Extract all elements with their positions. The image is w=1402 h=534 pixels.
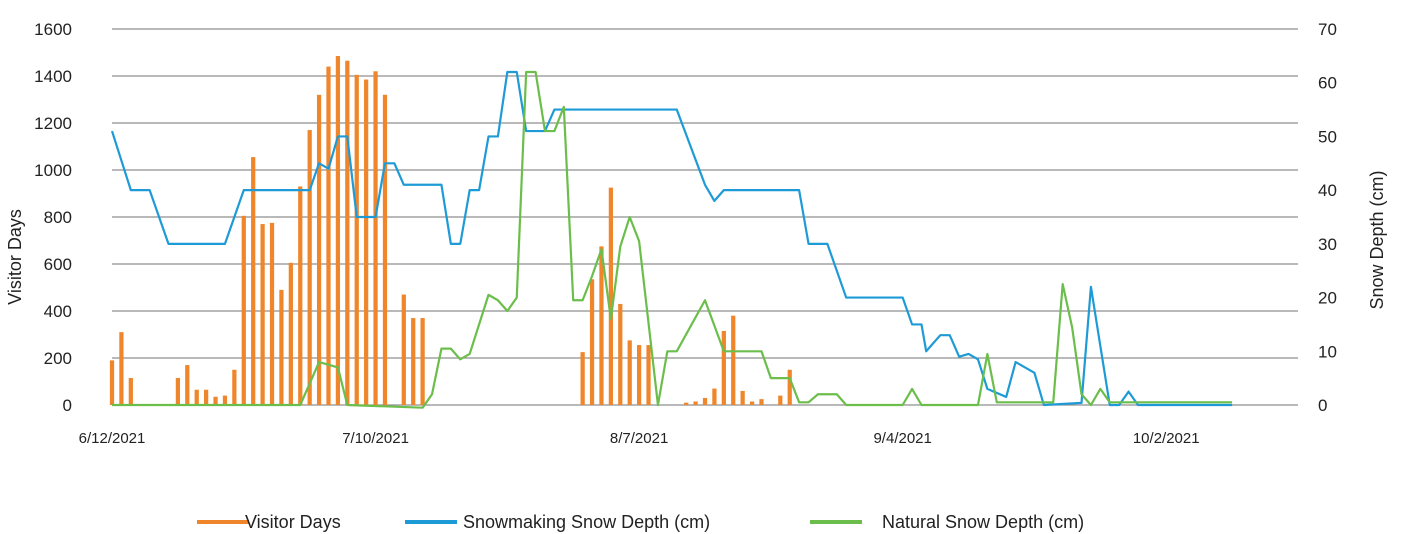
visitor-days-bar xyxy=(251,157,256,405)
visitor-days-bar xyxy=(599,246,604,406)
visitor-days-bar xyxy=(749,401,755,405)
visitor-days-bar xyxy=(618,303,623,405)
visitor-days-bar xyxy=(627,340,632,406)
right-y-axis: 0 10 20 30 40 50 60 70 xyxy=(1318,20,1337,415)
natural-snow-depth-line xyxy=(112,70,1233,409)
visitor-days-bar xyxy=(288,262,293,405)
visitor-days-bar xyxy=(646,345,651,405)
visitor-days-bar xyxy=(411,318,416,405)
visitor-days-bar xyxy=(232,369,237,405)
x-tick-label: 9/4/2021 xyxy=(873,430,931,447)
visitor-days-bar xyxy=(364,79,369,405)
visitor-days-bar xyxy=(279,289,284,405)
legend-snowmaking-depth-label: Snowmaking Snow Depth (cm) xyxy=(463,512,710,532)
visitor-days-bar xyxy=(185,365,190,405)
left-y-axis-title: Visitor Days xyxy=(5,209,25,305)
visitor-days-bar xyxy=(204,389,209,405)
visitor-days-bar xyxy=(241,215,246,405)
visitor-days-bar xyxy=(382,94,388,406)
right-y-tick-label: 0 xyxy=(1318,396,1327,415)
visitor-days-bar xyxy=(222,395,228,405)
visitor-days-bar xyxy=(119,332,124,405)
visitor-days-bar xyxy=(759,399,764,406)
left-y-axis: 0 200 400 600 800 1000 1200 1400 1600 xyxy=(34,20,72,415)
visitor-days-bar xyxy=(335,56,341,405)
legend: Visitor Days Snowmaking Snow Depth (cm) Na… xyxy=(197,512,1084,532)
left-y-tick-label: 800 xyxy=(44,208,72,227)
visitor-days-bar xyxy=(702,397,708,405)
visitor-days-bar xyxy=(307,130,312,406)
visitor-days-bars xyxy=(109,56,792,406)
x-tick-label: 6/12/2021 xyxy=(79,430,146,447)
left-y-tick-label: 0 xyxy=(63,396,72,415)
left-y-tick-label: 600 xyxy=(44,255,72,274)
visitor-days-bar xyxy=(269,222,275,406)
left-y-tick-label: 1000 xyxy=(34,161,72,180)
visitor-days-bar xyxy=(721,330,726,405)
visitor-days-bar xyxy=(589,279,595,405)
visitor-days-bar xyxy=(326,66,331,405)
legend-visitor-days-label: Visitor Days xyxy=(245,512,341,532)
left-y-tick-label: 1200 xyxy=(34,114,72,133)
right-y-tick-label: 40 xyxy=(1318,181,1337,200)
visitor-days-bar xyxy=(778,395,783,405)
visitor-days-bar xyxy=(194,389,199,405)
visitor-days-bar xyxy=(712,388,717,405)
left-y-tick-label: 400 xyxy=(44,302,72,321)
left-y-tick-label: 1600 xyxy=(34,20,72,39)
visitor-days-bar xyxy=(373,71,378,406)
visitor-days-bar xyxy=(401,294,406,405)
visitor-days-bar xyxy=(740,390,745,405)
right-y-tick-label: 10 xyxy=(1318,342,1337,361)
visitor-days-bar xyxy=(316,94,322,406)
visitor-days-bar xyxy=(109,360,115,405)
legend-natural-depth-label: Natural Snow Depth (cm) xyxy=(882,512,1084,532)
visitor-days-bar xyxy=(787,369,792,405)
snowmaking-snow-depth-line xyxy=(110,70,1233,407)
right-y-tick-label: 50 xyxy=(1318,127,1337,146)
visitor-days-bar xyxy=(213,396,218,405)
visitor-days-bar xyxy=(684,402,689,405)
visitor-days-bar xyxy=(608,187,613,406)
visitor-days-bar xyxy=(298,186,303,405)
visitor-days-bar xyxy=(693,401,698,405)
visitor-days-bar xyxy=(128,377,133,405)
visitor-days-bar xyxy=(636,345,642,405)
visitor-days-bar xyxy=(420,318,425,405)
x-tick-label: 7/10/2021 xyxy=(342,430,409,447)
visitor-days-bar xyxy=(580,352,585,406)
right-y-tick-label: 30 xyxy=(1318,235,1337,254)
x-axis: 6/12/2021 7/10/2021 8/7/2021 9/4/2021 10/2/2… xyxy=(79,430,1200,447)
x-tick-label: 8/7/2021 xyxy=(610,430,668,447)
right-y-tick-label: 20 xyxy=(1318,289,1337,308)
visitor-days-bar xyxy=(354,74,359,405)
left-y-tick-label: 200 xyxy=(44,349,72,368)
right-y-axis-title: Snow Depth (cm) xyxy=(1367,170,1387,309)
left-y-tick-label: 1400 xyxy=(34,67,72,86)
right-y-tick-label: 70 xyxy=(1318,20,1337,39)
visitor-days-bar xyxy=(175,377,181,405)
right-y-tick-label: 60 xyxy=(1318,74,1337,93)
visitor-days-bar xyxy=(731,315,736,405)
snow-depth-lines xyxy=(110,70,1233,409)
visitor-days-bar xyxy=(345,60,350,405)
x-tick-label: 10/2/2021 xyxy=(1133,430,1200,447)
visitor-days-bar xyxy=(260,224,265,405)
